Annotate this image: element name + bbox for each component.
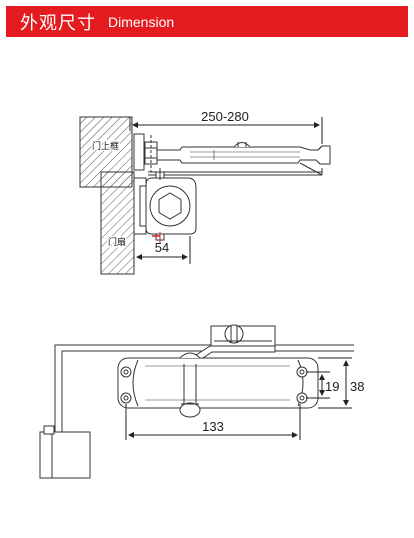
- hex-nut: [158, 192, 182, 220]
- section-title-zh: 外观尺寸: [20, 12, 96, 34]
- section-title-en: Dimension: [108, 13, 175, 30]
- dim-arm-length: 250-280: [201, 109, 249, 124]
- pinion-cap: [179, 402, 201, 418]
- mounting-holes: [120, 366, 308, 404]
- dim-inner-height: 19: [325, 379, 339, 394]
- dim-body-height: 38: [350, 379, 364, 394]
- label-door-leaf: 门扇: [108, 236, 126, 248]
- side-view: [39, 324, 354, 479]
- label-door-frame: 门上框: [92, 140, 119, 152]
- dim-offset: 54: [155, 240, 169, 255]
- lower-bracket: [39, 431, 91, 479]
- closer-body: [117, 357, 319, 409]
- closer-arm: [156, 145, 331, 165]
- door-leaf-block: [100, 171, 135, 275]
- top-view: [79, 116, 331, 275]
- section-header: 外观尺寸 Dimension: [6, 6, 408, 37]
- dim-body-length: 133: [202, 419, 224, 434]
- frame-bracket: [133, 133, 145, 171]
